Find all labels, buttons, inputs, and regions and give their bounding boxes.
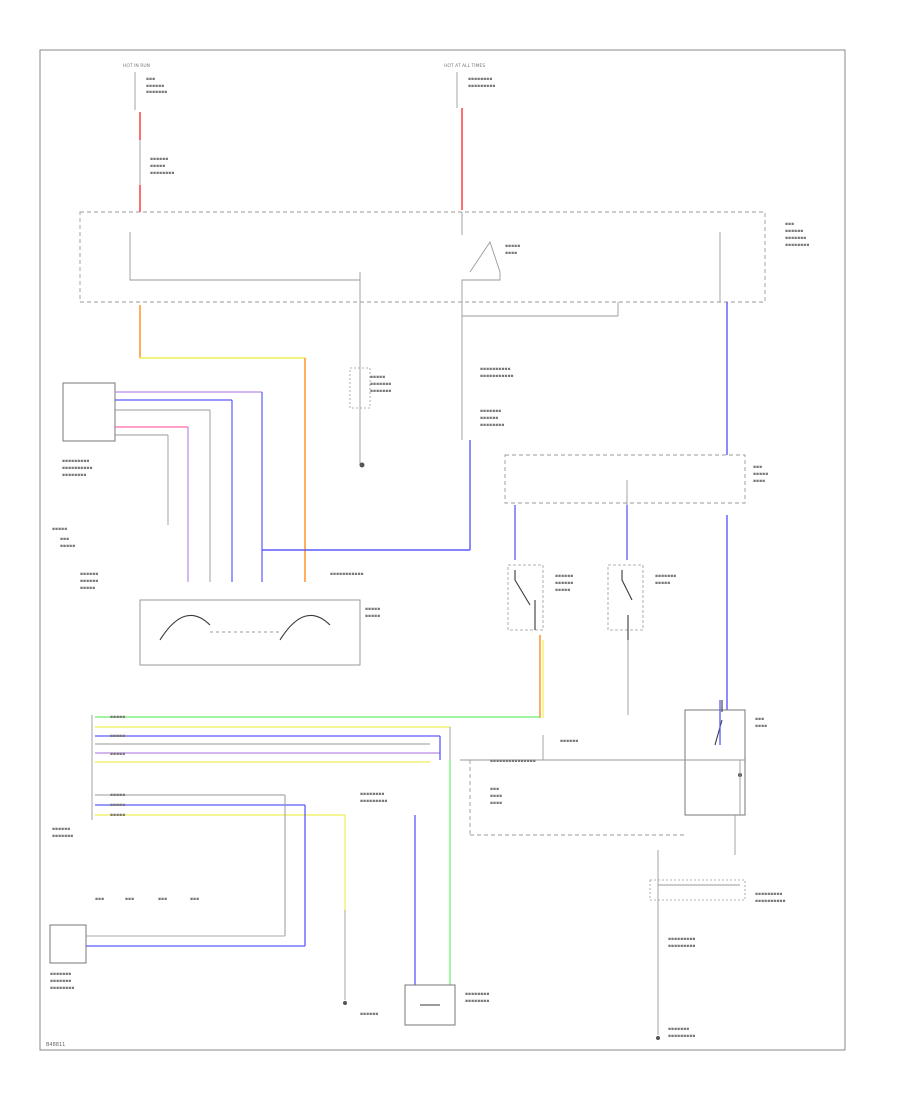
- svg-text:▪▪▪: ▪▪▪: [753, 465, 762, 470]
- svg-text:▪▪▪▪▪▪▪▪: ▪▪▪▪▪▪▪▪: [150, 171, 174, 176]
- svg-text:▪▪▪▪▪▪▪: ▪▪▪▪▪▪▪: [668, 1027, 689, 1032]
- svg-text:▪▪▪▪▪: ▪▪▪▪▪: [365, 614, 380, 619]
- relay-contact-left: [129, 232, 361, 302]
- svg-text:▪▪▪▪▪▪▪▪▪▪▪▪▪▪▪: ▪▪▪▪▪▪▪▪▪▪▪▪▪▪▪: [490, 759, 536, 764]
- svg-text:HOT AT ALL TIMES: HOT AT ALL TIMES: [444, 63, 485, 69]
- svg-text:▪▪▪▪▪▪▪▪▪: ▪▪▪▪▪▪▪▪▪: [360, 799, 387, 804]
- relay-center: [349, 367, 371, 409]
- fan-motor-right: [279, 615, 331, 641]
- svg-text:▪▪▪: ▪▪▪: [60, 537, 69, 542]
- ac-switch: [684, 709, 746, 816]
- svg-text:▪▪▪▪: ▪▪▪▪: [490, 801, 502, 806]
- svg-text:▪▪▪▪▪▪: ▪▪▪▪▪▪: [80, 572, 98, 577]
- svg-text:▪▪▪▪▪: ▪▪▪▪▪: [110, 793, 125, 798]
- thermal-protector: [649, 879, 746, 901]
- svg-text:▪▪▪▪▪▪▪: ▪▪▪▪▪▪▪: [480, 409, 501, 414]
- svg-text:▪▪▪: ▪▪▪: [755, 717, 764, 722]
- svg-text:▪▪▪▪▪: ▪▪▪▪▪: [110, 734, 125, 739]
- svg-text:▪▪▪▪▪▪: ▪▪▪▪▪▪: [555, 581, 573, 586]
- svg-text:▪▪▪▪▪▪▪: ▪▪▪▪▪▪▪: [655, 574, 676, 579]
- svg-text:▪▪▪▪▪: ▪▪▪▪▪: [60, 544, 75, 549]
- svg-text:▪▪▪: ▪▪▪: [490, 787, 499, 792]
- svg-text:▪▪▪▪: ▪▪▪▪: [753, 479, 765, 484]
- svg-text:▪▪▪▪▪▪: ▪▪▪▪▪▪: [360, 1012, 378, 1017]
- top-center-source: HOT AT ALL TIMES: [444, 63, 485, 108]
- svg-text:▪▪▪▪▪: ▪▪▪▪▪: [150, 164, 165, 169]
- svg-text:▪▪▪: ▪▪▪: [158, 897, 167, 902]
- svg-text:▪▪▪▪▪▪▪▪: ▪▪▪▪▪▪▪▪: [50, 986, 74, 991]
- svg-text:▪▪▪▪▪▪: ▪▪▪▪▪▪: [150, 157, 168, 162]
- svg-text:▪▪▪▪▪▪▪▪: ▪▪▪▪▪▪▪▪: [480, 423, 504, 428]
- svg-text:▪▪▪▪▪: ▪▪▪▪▪: [110, 813, 125, 818]
- svg-text:▪▪▪▪▪▪▪▪: ▪▪▪▪▪▪▪▪: [465, 992, 489, 997]
- svg-text:▪▪▪▪▪▪▪▪▪: ▪▪▪▪▪▪▪▪▪: [668, 944, 695, 949]
- svg-text:▪▪▪▪▪▪▪▪: ▪▪▪▪▪▪▪▪: [465, 999, 489, 1004]
- svg-text:▪▪▪▪▪: ▪▪▪▪▪: [52, 527, 67, 532]
- svg-text:▪▪▪▪▪▪▪: ▪▪▪▪▪▪▪: [52, 834, 73, 839]
- svg-text:▪▪▪▪▪▪: ▪▪▪▪▪▪: [52, 827, 70, 832]
- svg-text:▪▪▪▪▪: ▪▪▪▪▪: [110, 803, 125, 808]
- svg-text:▪▪▪▪▪: ▪▪▪▪▪: [365, 607, 380, 612]
- svg-text:▪▪▪▪▪▪▪: ▪▪▪▪▪▪▪: [370, 389, 391, 394]
- svg-text:▪▪▪▪▪: ▪▪▪▪▪: [753, 472, 768, 477]
- svg-text:▪▪▪▪▪▪: ▪▪▪▪▪▪: [560, 739, 578, 744]
- svg-text:▪▪▪▪▪▪▪▪▪▪: ▪▪▪▪▪▪▪▪▪▪: [480, 367, 511, 372]
- svg-text:▪▪▪▪: ▪▪▪▪: [490, 794, 502, 799]
- svg-text:▪▪▪▪▪▪▪▪▪▪▪: ▪▪▪▪▪▪▪▪▪▪▪: [480, 374, 514, 379]
- top-left-source: HOT IN RUN ▪▪▪ ▪▪▪▪▪▪: [123, 63, 164, 110]
- svg-text:▪▪▪▪▪▪▪▪: ▪▪▪▪▪▪▪▪: [360, 792, 384, 797]
- svg-text:▪▪▪▪▪▪▪▪▪▪: ▪▪▪▪▪▪▪▪▪▪: [755, 899, 786, 904]
- relay-contact-right: [461, 212, 501, 302]
- fan-motor-left: [159, 615, 211, 641]
- svg-text:▪▪▪▪: ▪▪▪▪: [505, 251, 517, 256]
- condenser-fan-relay-box: [504, 454, 746, 504]
- svg-text:▪▪▪: ▪▪▪: [146, 77, 155, 82]
- svg-text:HOT IN RUN: HOT IN RUN: [123, 63, 150, 69]
- svg-text:▪▪▪▪▪▪▪▪▪▪: ▪▪▪▪▪▪▪▪▪▪: [62, 466, 93, 471]
- svg-text:▪▪▪▪▪▪▪: ▪▪▪▪▪▪▪: [50, 979, 71, 984]
- svg-text:▪▪▪▪▪▪▪▪▪: ▪▪▪▪▪▪▪▪▪: [755, 892, 782, 897]
- ecm-harness-lines: [91, 715, 540, 820]
- svg-text:▪▪▪▪: ▪▪▪▪: [755, 724, 767, 729]
- radiator-fan-relay: [507, 564, 544, 631]
- footer-id: B48811: [46, 1042, 65, 1048]
- engine-control-module: [49, 924, 87, 964]
- svg-text:▪▪▪▪▪▪: ▪▪▪▪▪▪: [480, 416, 498, 421]
- svg-text:▪▪▪▪▪▪: ▪▪▪▪▪▪: [80, 579, 98, 584]
- svg-text:▪▪▪▪▪▪: ▪▪▪▪▪▪: [555, 574, 573, 579]
- svg-text:▪▪▪: ▪▪▪: [95, 897, 104, 902]
- fan-motor-housing: [139, 599, 361, 666]
- svg-text:▪▪▪▪▪▪▪▪▪: ▪▪▪▪▪▪▪▪▪: [62, 459, 89, 464]
- svg-text:▪▪▪▪▪▪: ▪▪▪▪▪▪: [785, 229, 803, 234]
- svg-text:▪▪▪▪▪: ▪▪▪▪▪: [110, 715, 125, 720]
- svg-text:▪▪▪▪▪▪▪▪: ▪▪▪▪▪▪▪▪: [468, 77, 492, 82]
- svg-text:▪▪▪▪▪▪▪▪▪▪▪: ▪▪▪▪▪▪▪▪▪▪▪: [330, 572, 364, 577]
- svg-text:▪▪▪▪▪▪▪: ▪▪▪▪▪▪▪: [370, 382, 391, 387]
- svg-text:▪▪▪▪▪▪▪: ▪▪▪▪▪▪▪: [785, 236, 806, 241]
- svg-text:▪▪▪▪▪▪▪▪: ▪▪▪▪▪▪▪▪: [785, 243, 809, 248]
- condenser-fan-relay: [607, 564, 644, 640]
- svg-text:▪▪▪▪▪▪▪▪▪: ▪▪▪▪▪▪▪▪▪: [668, 1034, 695, 1039]
- svg-text:▪▪▪: ▪▪▪: [125, 897, 134, 902]
- svg-text:▪▪▪▪▪: ▪▪▪▪▪: [505, 244, 520, 249]
- svg-text:▪▪▪: ▪▪▪: [785, 222, 794, 227]
- svg-text:▪▪▪: ▪▪▪: [190, 897, 199, 902]
- svg-text:▪▪▪▪▪: ▪▪▪▪▪: [655, 581, 670, 586]
- diagram-frame: [39, 49, 846, 1051]
- compressor-clutch: [404, 984, 456, 1026]
- svg-text:▪▪▪▪▪▪▪: ▪▪▪▪▪▪▪: [50, 972, 71, 977]
- underhood-fuse-box: [79, 211, 766, 303]
- svg-text:▪▪▪▪▪▪▪: ▪▪▪▪▪▪▪: [146, 90, 167, 95]
- fan-control-relay: [62, 382, 116, 442]
- svg-text:▪▪▪▪▪▪: ▪▪▪▪▪▪: [146, 84, 164, 89]
- svg-text:▪▪▪▪▪▪▪▪▪: ▪▪▪▪▪▪▪▪▪: [468, 84, 495, 89]
- svg-text:▪▪▪▪▪: ▪▪▪▪▪: [370, 375, 385, 380]
- svg-text:▪▪▪▪▪: ▪▪▪▪▪: [555, 588, 570, 593]
- svg-text:▪▪▪▪▪: ▪▪▪▪▪: [110, 752, 125, 757]
- component-labels: ▪▪▪▪▪▪▪ ▪▪▪▪▪▪ ▪▪▪▪▪ ▪▪▪▪▪▪▪▪ ▪▪▪▪▪▪▪▪ ▪…: [50, 77, 809, 1039]
- svg-text:▪▪▪▪▪▪▪▪▪: ▪▪▪▪▪▪▪▪▪: [668, 937, 695, 942]
- svg-text:▪▪▪▪▪▪▪▪: ▪▪▪▪▪▪▪▪: [62, 473, 86, 478]
- svg-text:▪▪▪▪▪: ▪▪▪▪▪: [80, 586, 95, 591]
